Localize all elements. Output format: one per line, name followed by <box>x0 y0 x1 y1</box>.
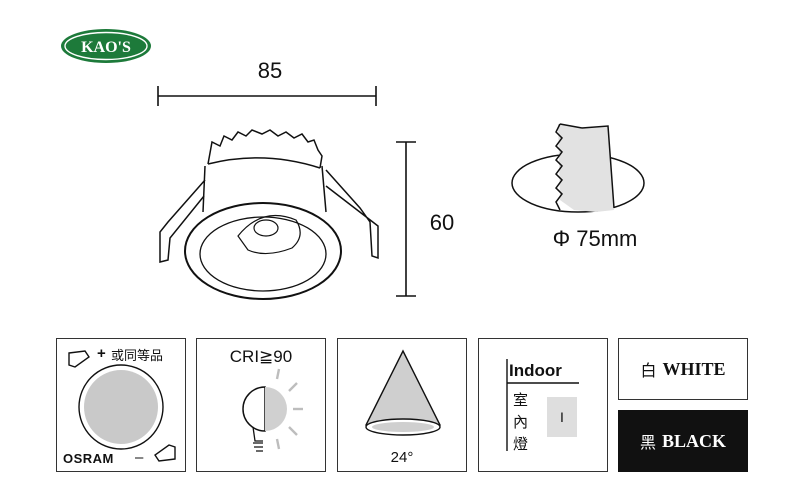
cri-panel: CRI≧90 <box>196 338 326 472</box>
chip-panel: + 或同等品 OSRAM – <box>56 338 186 472</box>
beam-angle-panel: 24° <box>337 338 467 472</box>
color-option-black: 黑 BLACK <box>618 410 748 472</box>
indoor-bracket-icon <box>506 359 579 451</box>
color-options-panel: 白 WHITE 黑 BLACK <box>618 338 748 472</box>
height-value: 60 <box>429 210 455 235</box>
cri-value: CRI≧90 <box>229 347 293 366</box>
color-black-en: BLACK <box>662 430 727 451</box>
indoor-char-1: 室 <box>513 392 529 409</box>
indoor-title: Indoor <box>509 361 562 380</box>
indoor-grade: I <box>547 397 577 437</box>
kaos-logo: KAO'S <box>61 29 151 63</box>
color-option-white: 白 WHITE <box>618 338 748 400</box>
cutout-value: Φ 75mm <box>552 226 638 251</box>
color-white-en: WHITE <box>662 358 726 379</box>
beam-angle-value: 24° <box>390 449 414 466</box>
chip-minus-sign: – <box>135 449 144 466</box>
ceiling-cutout-drawing <box>511 123 645 213</box>
bulb-half-light-icon <box>242 368 303 452</box>
logo-text: KAO'S <box>81 39 131 56</box>
chip-plus-sign: + <box>97 345 106 362</box>
led-chip-icon <box>68 350 176 462</box>
cone-beam-icon <box>365 349 441 436</box>
height-dimension-line <box>396 141 416 297</box>
chip-brand: OSRAM <box>63 451 114 466</box>
downlight-drawing <box>159 129 379 300</box>
indoor-panel: Indoor 室 內 燈 I <box>478 338 608 472</box>
color-white-cn: 白 <box>640 361 657 380</box>
indoor-char-3: 燈 <box>513 436 529 453</box>
indoor-char-2: 內 <box>513 414 529 431</box>
width-dimension-line <box>157 86 377 106</box>
chip-equivalent-note: 或同等品 <box>111 348 164 363</box>
width-value: 85 <box>257 58 283 83</box>
color-black-cn: 黑 <box>639 433 656 452</box>
product-drawing <box>157 86 645 300</box>
